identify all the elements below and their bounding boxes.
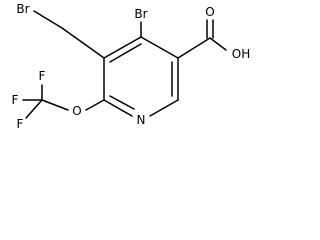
bond-c3-c4 bbox=[103, 36, 142, 59]
bond-n-c2-inner bbox=[109, 95, 135, 110]
bond-o-cf3 bbox=[41, 99, 69, 111]
label-carbonyl-o: O bbox=[205, 5, 214, 19]
bond-n-c2 bbox=[103, 99, 133, 117]
label-hydroxyl: OH bbox=[232, 47, 250, 61]
bond-c3-c4-inner bbox=[109, 43, 142, 63]
label-ring-n: N bbox=[137, 113, 146, 127]
bond-c6-n bbox=[149, 99, 179, 117]
bond-ch2-c3 bbox=[61, 27, 105, 59]
bond-cf3-f-bottom bbox=[25, 99, 43, 119]
label-br-methyl: Br bbox=[16, 2, 29, 16]
bond-c4-c5 bbox=[140, 36, 179, 59]
chemical-structure: Br Br O OH N O F F F bbox=[12, 2, 251, 131]
bond-c2-o bbox=[85, 99, 105, 111]
atom-labels: Br Br O OH N O F F F bbox=[12, 2, 251, 131]
label-ether-o: O bbox=[72, 104, 81, 118]
label-f-top: F bbox=[39, 69, 46, 83]
bond-ch2-br bbox=[33, 10, 63, 29]
label-f-left: F bbox=[12, 93, 19, 107]
label-br-ring: Br bbox=[134, 7, 147, 21]
label-f-bottom: F bbox=[17, 117, 24, 131]
bonds bbox=[22, 10, 227, 119]
bond-c-oh bbox=[209, 37, 227, 51]
bond-c5-cooh bbox=[177, 37, 211, 59]
